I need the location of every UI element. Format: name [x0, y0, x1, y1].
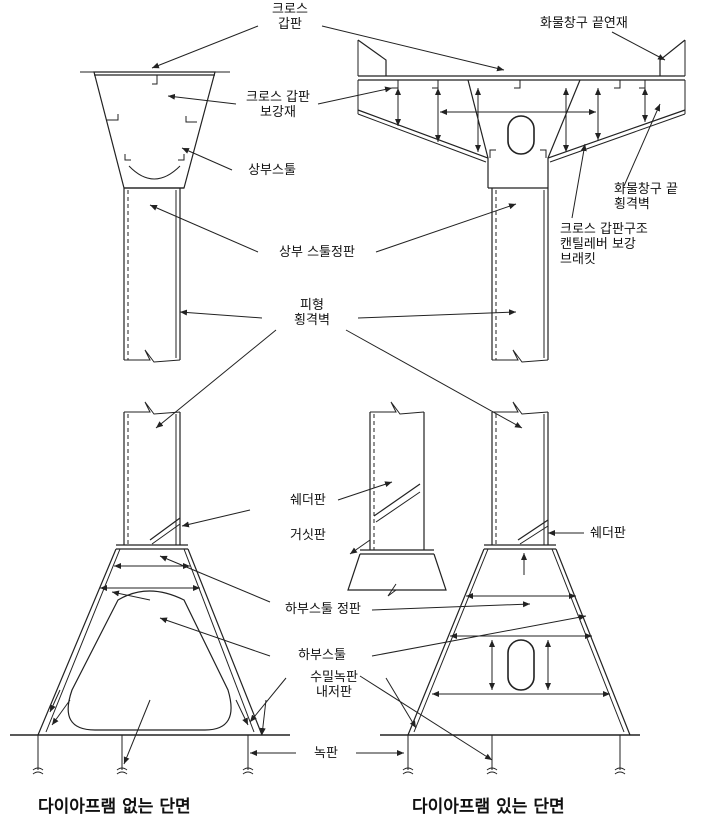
label-cross-deck-bracket-line2: 캔틸레버 보강 — [560, 237, 636, 252]
label-upper-stool-top-plate: 상부 스툴정판 — [258, 245, 376, 260]
shedder-detail — [347, 401, 447, 597]
leader-lines — [123, 25, 666, 765]
lower-stool-left — [10, 401, 290, 775]
label-cross-deck: 크로스 갑판 — [258, 2, 322, 32]
label-hatch-coaming-end: 화물창구 끝연재 — [540, 16, 628, 31]
label-shedder-plate-right-text: 쉐더판 — [590, 526, 626, 541]
caption-right: 다이아프램 있는 단면 — [412, 797, 565, 817]
label-gusset-plate: 거싯판 — [290, 528, 326, 543]
label-cross-deck-bracket-line1: 크로스 갑판구조 — [560, 222, 648, 237]
label-corrugated-bulkhead: 피형 횡격벽 — [272, 298, 352, 328]
upper-stool-left — [80, 71, 230, 363]
label-inner-bottom-line2: 내저판 — [316, 685, 352, 700]
label-hatch-end-bulkhead-line1: 화물창구 끝 — [614, 182, 678, 197]
label-lower-stool-top-plate-text: 하부스툴 정판 — [285, 602, 361, 617]
label-floor: 녹판 — [296, 746, 356, 761]
label-upper-stool-top-plate-text: 상부 스툴정판 — [279, 245, 355, 260]
label-cross-deck-bracket-line3: 브래킷 — [560, 252, 596, 267]
label-lower-stool-text: 하부스툴 — [298, 648, 346, 663]
label-gusset-plate-text: 거싯판 — [290, 528, 326, 543]
label-cross-deck-stiffener-line1: 크로스 갑판 — [246, 90, 310, 105]
label-hatch-coaming-end-text: 화물창구 끝연재 — [540, 16, 628, 31]
label-upper-stool: 상부스툴 — [232, 163, 312, 178]
label-shedder-plate-mid-text: 쉐더판 — [290, 493, 326, 508]
label-upper-stool-text: 상부스툴 — [248, 163, 296, 178]
lower-stool-right — [380, 401, 640, 775]
label-lower-stool-top-plate: 하부스툴 정판 — [268, 602, 378, 617]
label-shedder-plate-right: 쉐더판 — [590, 526, 626, 541]
label-inner-bottom: 수밀녹판 내저판 — [282, 670, 386, 700]
label-cross-deck-line1: 크로스 — [272, 2, 308, 17]
label-floor-text: 녹판 — [314, 746, 338, 761]
label-cross-deck-stiffener-line2: 보강재 — [260, 105, 296, 120]
label-cross-deck-stiffener: 크로스 갑판 보강재 — [236, 90, 320, 120]
label-hatch-end-bulkhead-line2: 횡격벽 — [614, 197, 650, 212]
label-corrugated-bulkhead-line1: 피형 — [300, 298, 324, 313]
label-hatch-end-bulkhead: 화물창구 끝 횡격벽 — [614, 182, 678, 212]
label-inner-bottom-line1: 수밀녹판 — [310, 670, 358, 685]
label-corrugated-bulkhead-line2: 횡격벽 — [294, 313, 330, 328]
label-lower-stool: 하부스툴 — [276, 648, 368, 663]
label-shedder-plate-mid: 쉐더판 — [290, 493, 326, 508]
label-cross-deck-bracket: 크로스 갑판구조 캔틸레버 보강 브래킷 — [560, 222, 648, 267]
upper-stool-right — [357, 39, 686, 363]
label-cross-deck-line2: 갑판 — [278, 17, 302, 32]
caption-left: 다이아프램 없는 단면 — [38, 797, 191, 817]
